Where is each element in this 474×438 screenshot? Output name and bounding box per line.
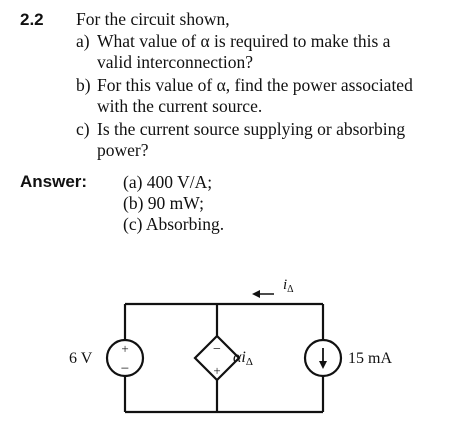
part-c-line-2: power?: [97, 140, 149, 160]
part-c-letter: c): [76, 119, 90, 139]
answer-label: Answer:: [20, 172, 88, 191]
part-b-line-1: For this value of α, find the power asso…: [97, 75, 413, 95]
dependent-source-label: αiΔ: [233, 349, 253, 368]
current-source-arrow-icon: [319, 348, 327, 369]
current-source-label: 15 mA: [348, 350, 392, 367]
dependent-source-plus: +: [213, 363, 220, 378]
circuit-wires: [123, 302, 325, 414]
dependent-source-symbol: [193, 334, 241, 382]
problem-number: 2.2: [20, 10, 44, 29]
voltage-source-plus: +: [121, 341, 128, 356]
problem-intro: For the circuit shown,: [76, 9, 230, 29]
answer-a: (a) 400 V/A;: [123, 172, 213, 192]
answer-c: (c) Absorbing.: [123, 214, 225, 234]
dependent-source-minus: −: [213, 342, 221, 357]
part-b-letter: b): [76, 75, 91, 95]
answer-b: (b) 90 mW;: [123, 193, 204, 213]
part-b-line-2: with the current source.: [97, 96, 263, 116]
part-a-line-2: valid interconnection?: [97, 52, 253, 72]
current-arrow-label: iΔ: [283, 277, 294, 295]
voltage-source-label: 6 V: [69, 350, 93, 367]
part-c-line-1: Is the current source supplying or absor…: [97, 119, 406, 139]
part-a-line-1: What value of α is required to make this…: [97, 31, 391, 51]
voltage-source-minus: −: [121, 361, 129, 377]
part-a-letter: a): [76, 31, 90, 51]
current-arrow: [252, 290, 274, 298]
voltage-source-symbol: [105, 338, 145, 378]
